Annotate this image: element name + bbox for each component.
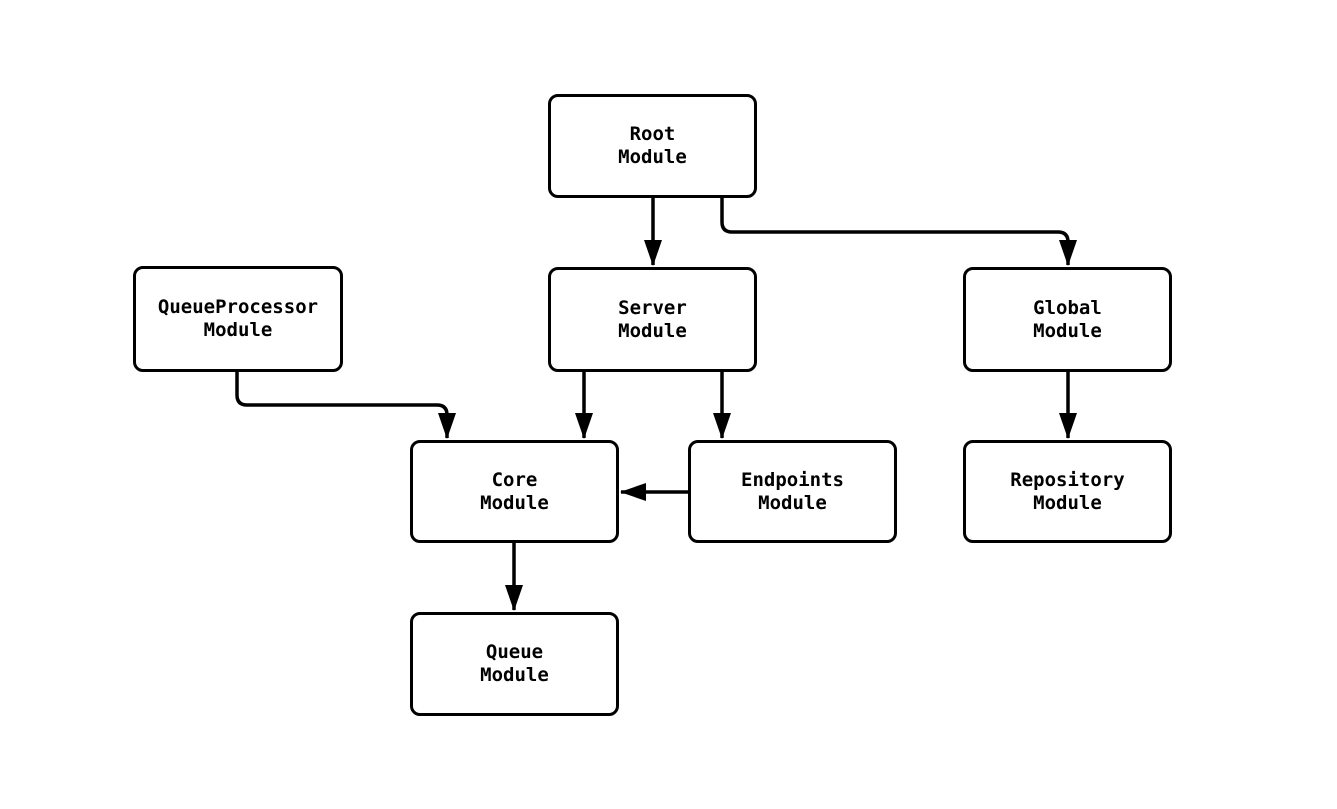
node-global-module[interactable]: Global Module xyxy=(963,267,1172,372)
node-repository-module[interactable]: Repository Module xyxy=(963,440,1172,543)
node-endpoints-module[interactable]: Endpoints Module xyxy=(688,440,897,543)
node-queue-module[interactable]: Queue Module xyxy=(410,612,619,716)
node-root-module[interactable]: Root Module xyxy=(548,94,757,198)
node-queueprocessor-module-label: QueueProcessor Module xyxy=(157,296,319,341)
node-queueprocessor-module[interactable]: QueueProcessor Module xyxy=(133,266,343,372)
edge-queueprocessor-to-core xyxy=(235,372,456,439)
node-server-module[interactable]: Server Module xyxy=(548,267,757,372)
node-global-module-label: Global Module xyxy=(1033,296,1102,342)
node-root-module-label: Root Module xyxy=(618,123,687,168)
node-core-module-label: Core Module xyxy=(480,468,549,514)
node-repository-module-label: Repository Module xyxy=(1010,468,1125,514)
node-core-module[interactable]: Core Module xyxy=(410,440,619,543)
node-queue-module-label: Queue Module xyxy=(480,641,549,686)
node-server-module-label: Server Module xyxy=(618,296,687,342)
node-endpoints-module-label: Endpoints Module xyxy=(741,468,844,514)
edge-root-to-global xyxy=(720,197,1077,266)
